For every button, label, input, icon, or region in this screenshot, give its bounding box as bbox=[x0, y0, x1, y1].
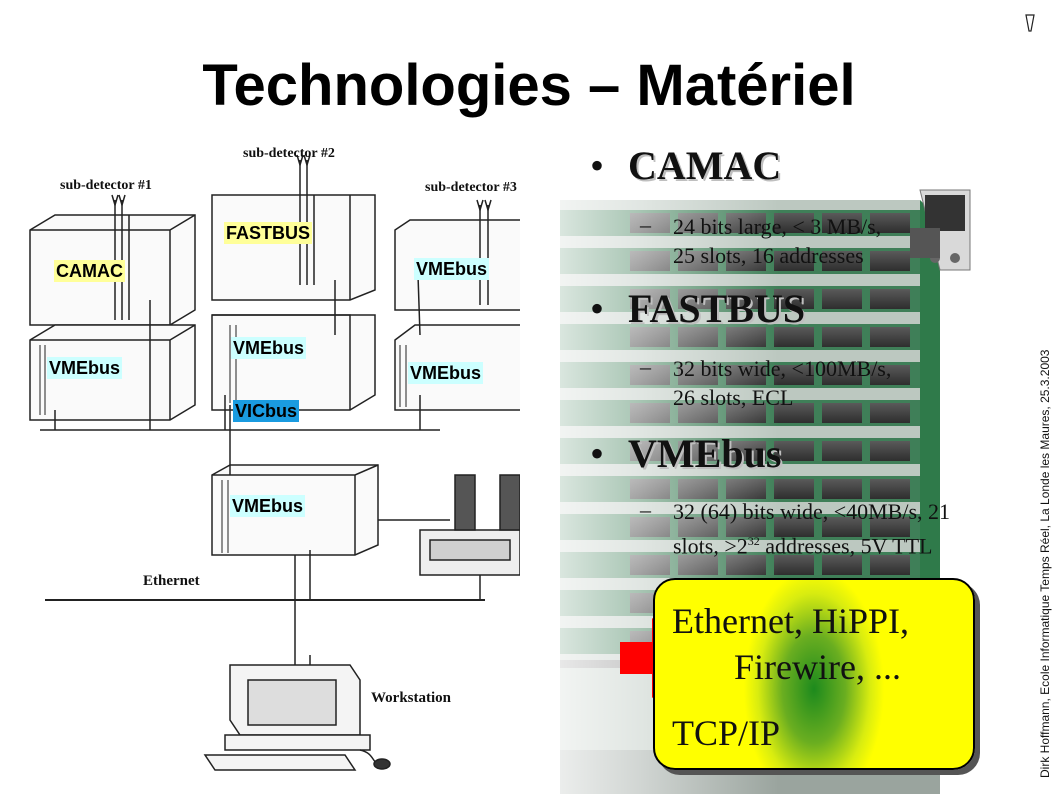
bullet-dot: • bbox=[590, 142, 604, 189]
vmebus-crate1-label: VMEbus bbox=[47, 357, 122, 379]
camac-detail-line1: 24 bits large, < 3 MB/s, bbox=[673, 212, 881, 241]
fastbus-detail-line2: 26 slots, ECL bbox=[673, 383, 793, 412]
sub-dash: – bbox=[640, 354, 651, 380]
vicbus-label: VICbus bbox=[233, 400, 299, 422]
vmebus-detail-line2: slots, >232 addresses, 5V TTL bbox=[673, 527, 932, 560]
sub-dash: – bbox=[640, 212, 651, 238]
camac-crate-label: CAMAC bbox=[54, 260, 125, 282]
vmebus-central-label: VMEbus bbox=[230, 495, 305, 517]
vertical-footer-text: Dirk Hoffmann, Ecole Informatique Temps … bbox=[1038, 350, 1052, 778]
bullet-dot: • bbox=[590, 430, 604, 477]
bullet-vmebus: VMEbus bbox=[628, 430, 781, 477]
sub-dash: – bbox=[640, 497, 651, 523]
callout-line-2: Firewire, ... bbox=[734, 646, 901, 688]
callout-line-1: Ethernet, HiPPI, bbox=[672, 600, 909, 642]
callout-line-3: TCP/IP bbox=[672, 712, 780, 754]
subdetector-1-label: sub-detector #1 bbox=[60, 178, 152, 194]
camac-detail-line2: 25 slots, 16 addresses bbox=[673, 241, 864, 270]
workstation-label: Workstation bbox=[371, 690, 451, 707]
ethernet-label: Ethernet bbox=[143, 573, 200, 590]
vmebus-detail-line1: 32 (64) bits wide, <40MB/s, 21 bbox=[673, 497, 950, 526]
bullet-camac: CAMAC bbox=[628, 142, 781, 189]
fastbus-crate-label: FASTBUS bbox=[224, 222, 312, 244]
subdetector-2-label: sub-detector #2 bbox=[243, 146, 335, 162]
bullet-dot: • bbox=[590, 285, 604, 332]
subdetector-3-label: sub-detector #3 bbox=[425, 180, 517, 196]
slide-title: Technologies – Matériel bbox=[0, 52, 1058, 119]
vmebus-crate2-label: VMEbus bbox=[231, 337, 306, 359]
fastbus-detail-line1: 32 bits wide, <100MB/s, bbox=[673, 354, 891, 383]
vmebus-crate3-top-label: VMEbus bbox=[414, 258, 489, 280]
network-callout-box: Ethernet, HiPPI, Firewire, ... TCP/IP bbox=[653, 578, 975, 770]
bullet-fastbus: FASTBUS bbox=[628, 285, 805, 332]
corner-mark-icon bbox=[1025, 14, 1035, 32]
vmebus-crate3-label: VMEbus bbox=[408, 362, 483, 384]
